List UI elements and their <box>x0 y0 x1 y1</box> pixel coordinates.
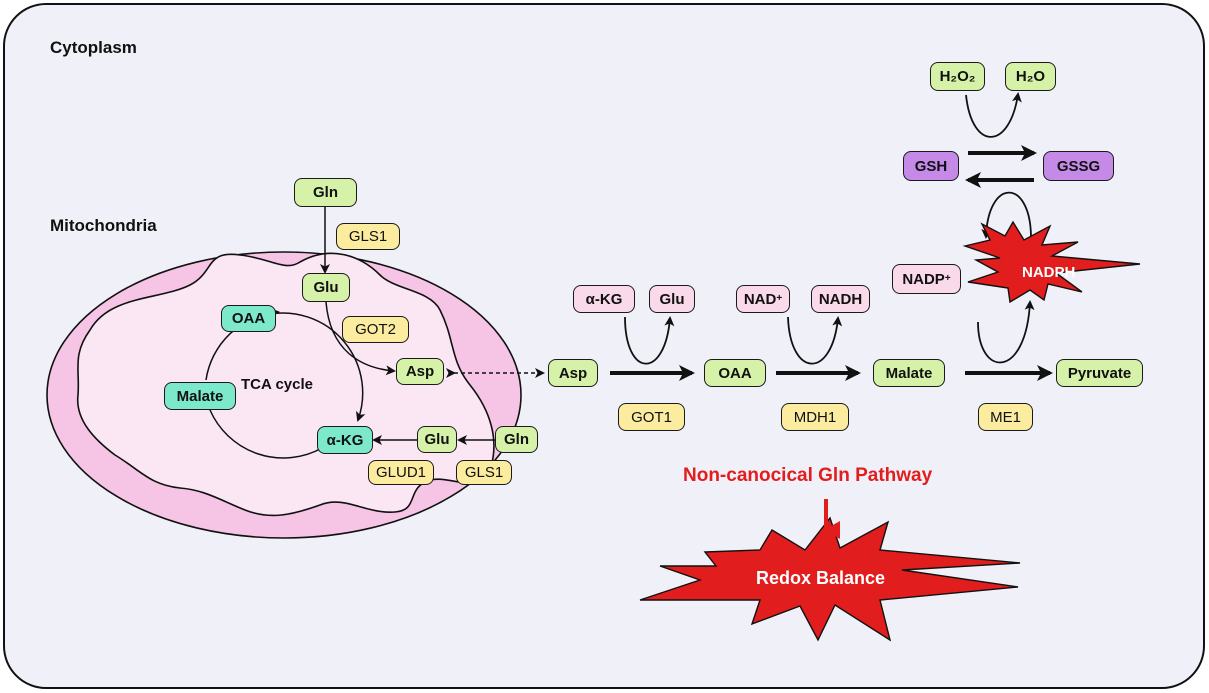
cyto-nad-text: NAD <box>743 290 777 308</box>
nadph-burst <box>962 220 1141 304</box>
curve-nad-nadh <box>787 316 843 365</box>
mito-gln-top-node: Gln <box>294 178 357 207</box>
arrow-glu-to-asp <box>325 301 396 376</box>
curve-akg-glu <box>624 316 675 365</box>
mito-akg-node: α-KG <box>317 426 373 454</box>
curve-nadp-nadph <box>977 300 1035 364</box>
cytoplasm-label: Cytoplasm <box>50 38 137 57</box>
cyto-nadh-node: NADH <box>811 285 870 313</box>
redox-burst <box>639 516 1021 642</box>
cyto-nad-node: NAD+ <box>736 285 790 313</box>
mito-oaa-node: OAA <box>221 305 276 332</box>
cyto-gssg-node: GSSG <box>1043 151 1114 181</box>
mito-glu-top-node: Glu <box>302 273 350 302</box>
mitochondria-label: Mitochondria <box>50 216 157 235</box>
mito-asp-node: Asp <box>396 358 444 385</box>
cyto-h2o2-node: H₂O₂ <box>930 62 985 91</box>
cyto-malate-node: Malate <box>873 359 945 387</box>
mito-glud1-enzyme: GLUD1 <box>368 460 434 485</box>
mito-malate-node: Malate <box>164 382 236 410</box>
cyto-akg-node: α-KG <box>573 285 635 313</box>
cyto-pyruvate-node: Pyruvate <box>1056 359 1143 387</box>
pathway-title: Non-canocical Gln Pathway <box>683 465 933 486</box>
tca-arc-oaa-akg <box>269 312 366 422</box>
cyto-nadp-text: NADP <box>902 270 945 288</box>
mito-got2-enzyme: GOT2 <box>342 316 409 343</box>
cyto-gsh-node: GSH <box>903 151 959 181</box>
curve-nadph-nadp <box>981 191 1032 239</box>
mito-glu-bottom-node: Glu <box>417 426 457 453</box>
redox-balance-label: Redox Balance <box>756 568 886 588</box>
tca-arc-akg-malate <box>209 409 323 459</box>
cyto-glu-node: Glu <box>649 285 695 313</box>
curve-h2o2-h2o <box>965 92 1022 138</box>
cyto-nadp-node: NADP+ <box>892 264 961 294</box>
cyto-oaa-node: OAA <box>704 359 766 387</box>
mito-gls1-bottom-enzyme: GLS1 <box>456 460 512 485</box>
tca-cycle-label: TCA cycle <box>241 376 313 393</box>
cyto-me1-enzyme: ME1 <box>978 403 1033 431</box>
cyto-asp-node: Asp <box>548 359 598 387</box>
cyto-mdh1-enzyme: MDH1 <box>781 403 849 431</box>
nadph-label: NADPH <box>1022 264 1076 281</box>
cyto-got1-enzyme: GOT1 <box>618 403 685 431</box>
mito-gls1-top-enzyme: GLS1 <box>336 223 400 250</box>
mito-gln-bottom-node: Gln <box>495 426 538 453</box>
cyto-h2o-node: H₂O <box>1005 62 1056 91</box>
